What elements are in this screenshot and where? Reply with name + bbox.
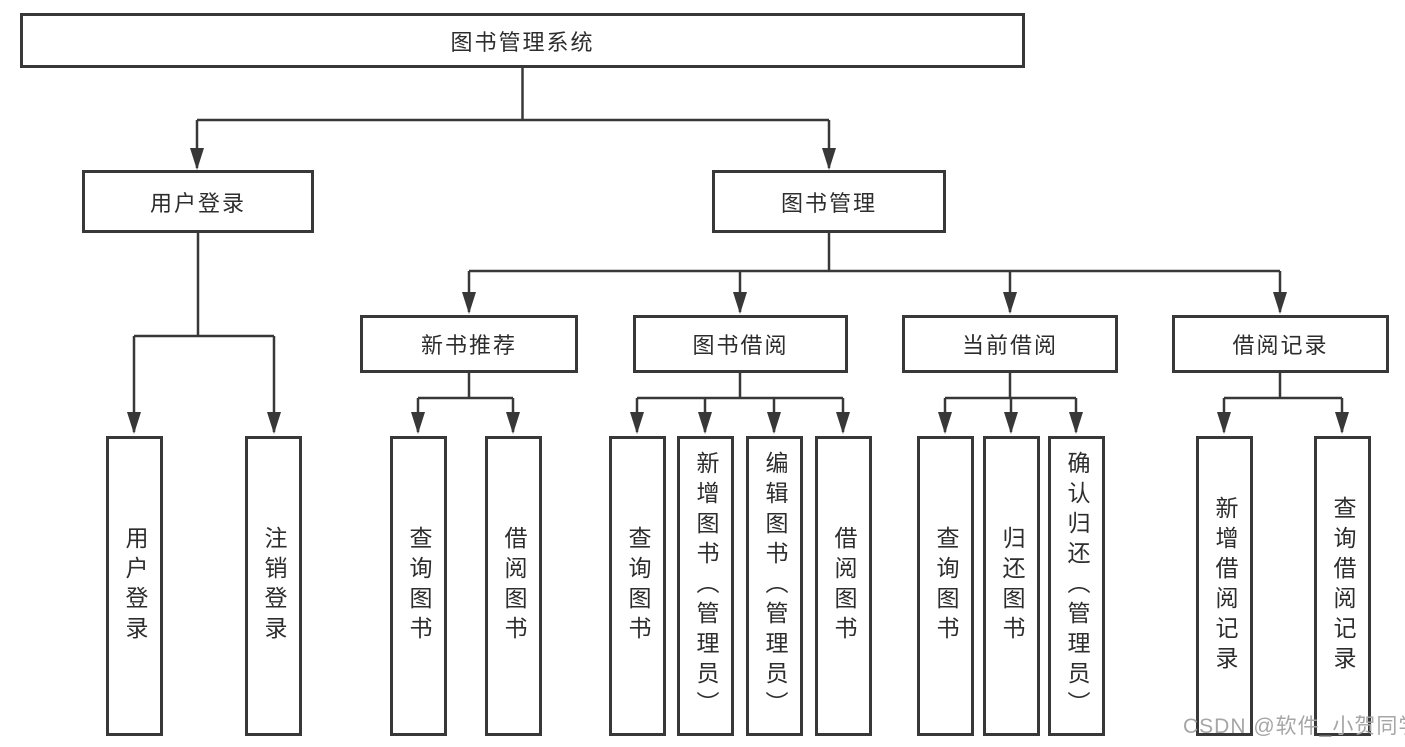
node-new-book-recommend: 新书推荐 — [360, 315, 578, 373]
node-label: 借阅记录 — [1232, 333, 1329, 358]
node-label: 编辑图书（管理员） — [762, 451, 788, 721]
leaf-user-login: 用户登录 — [106, 436, 163, 736]
leaf-add-borrow-record: 新增借阅记录 — [1196, 436, 1253, 736]
node-label: 查询借阅记录 — [1330, 496, 1356, 676]
leaf-logout: 注销登录 — [245, 436, 302, 736]
node-label: 查询图书 — [625, 526, 651, 646]
node-label: 新书推荐 — [420, 333, 517, 358]
node-label: 借阅图书 — [501, 526, 527, 646]
node-label: 查询图书 — [406, 526, 432, 646]
node-label: 用户登录 — [149, 190, 246, 216]
leaf-confirm-return-admin: 确认归还（管理员） — [1048, 436, 1105, 736]
leaf-edit-books-admin: 编辑图书（管理员） — [746, 436, 803, 736]
leaf-borrow-books: 借阅图书 — [815, 436, 872, 736]
node-label: 查询图书 — [933, 526, 959, 646]
node-label: 新增图书（管理员） — [693, 451, 719, 721]
node-label: 用户登录 — [122, 526, 148, 646]
node-current-borrowing: 当前借阅 — [902, 315, 1118, 373]
node-label: 新增借阅记录 — [1212, 496, 1238, 676]
node-label: 归还图书 — [999, 526, 1025, 646]
node-label: 确认归还（管理员） — [1064, 451, 1090, 721]
leaf-borrow-books-recommend: 借阅图书 — [485, 436, 542, 736]
node-label: 图书管理系统 — [450, 29, 595, 55]
leaf-return-books: 归还图书 — [983, 436, 1040, 736]
leaf-query-borrow-record: 查询借阅记录 — [1314, 436, 1371, 736]
node-label: 借阅图书 — [831, 526, 857, 646]
csdn-watermark: CSDN @软件_小贺同学 — [1183, 715, 1405, 738]
node-borrowing-records: 借阅记录 — [1172, 315, 1389, 373]
node-library-management-system: 图书管理系统 — [20, 13, 1025, 68]
leaf-query-books-borrow: 查询图书 — [609, 436, 666, 736]
node-label: 注销登录 — [261, 526, 287, 646]
leaf-query-books-current: 查询图书 — [917, 436, 974, 736]
node-book-borrowing: 图书借阅 — [633, 315, 848, 373]
node-label: 当前借阅 — [961, 333, 1058, 358]
node-label: 图书管理 — [780, 190, 877, 216]
leaf-query-books-recommend: 查询图书 — [390, 436, 447, 736]
node-label: 图书借阅 — [692, 333, 789, 358]
node-book-management: 图书管理 — [712, 170, 946, 233]
node-user-login: 用户登录 — [82, 170, 314, 233]
leaf-add-books-admin: 新增图书（管理员） — [677, 436, 734, 736]
